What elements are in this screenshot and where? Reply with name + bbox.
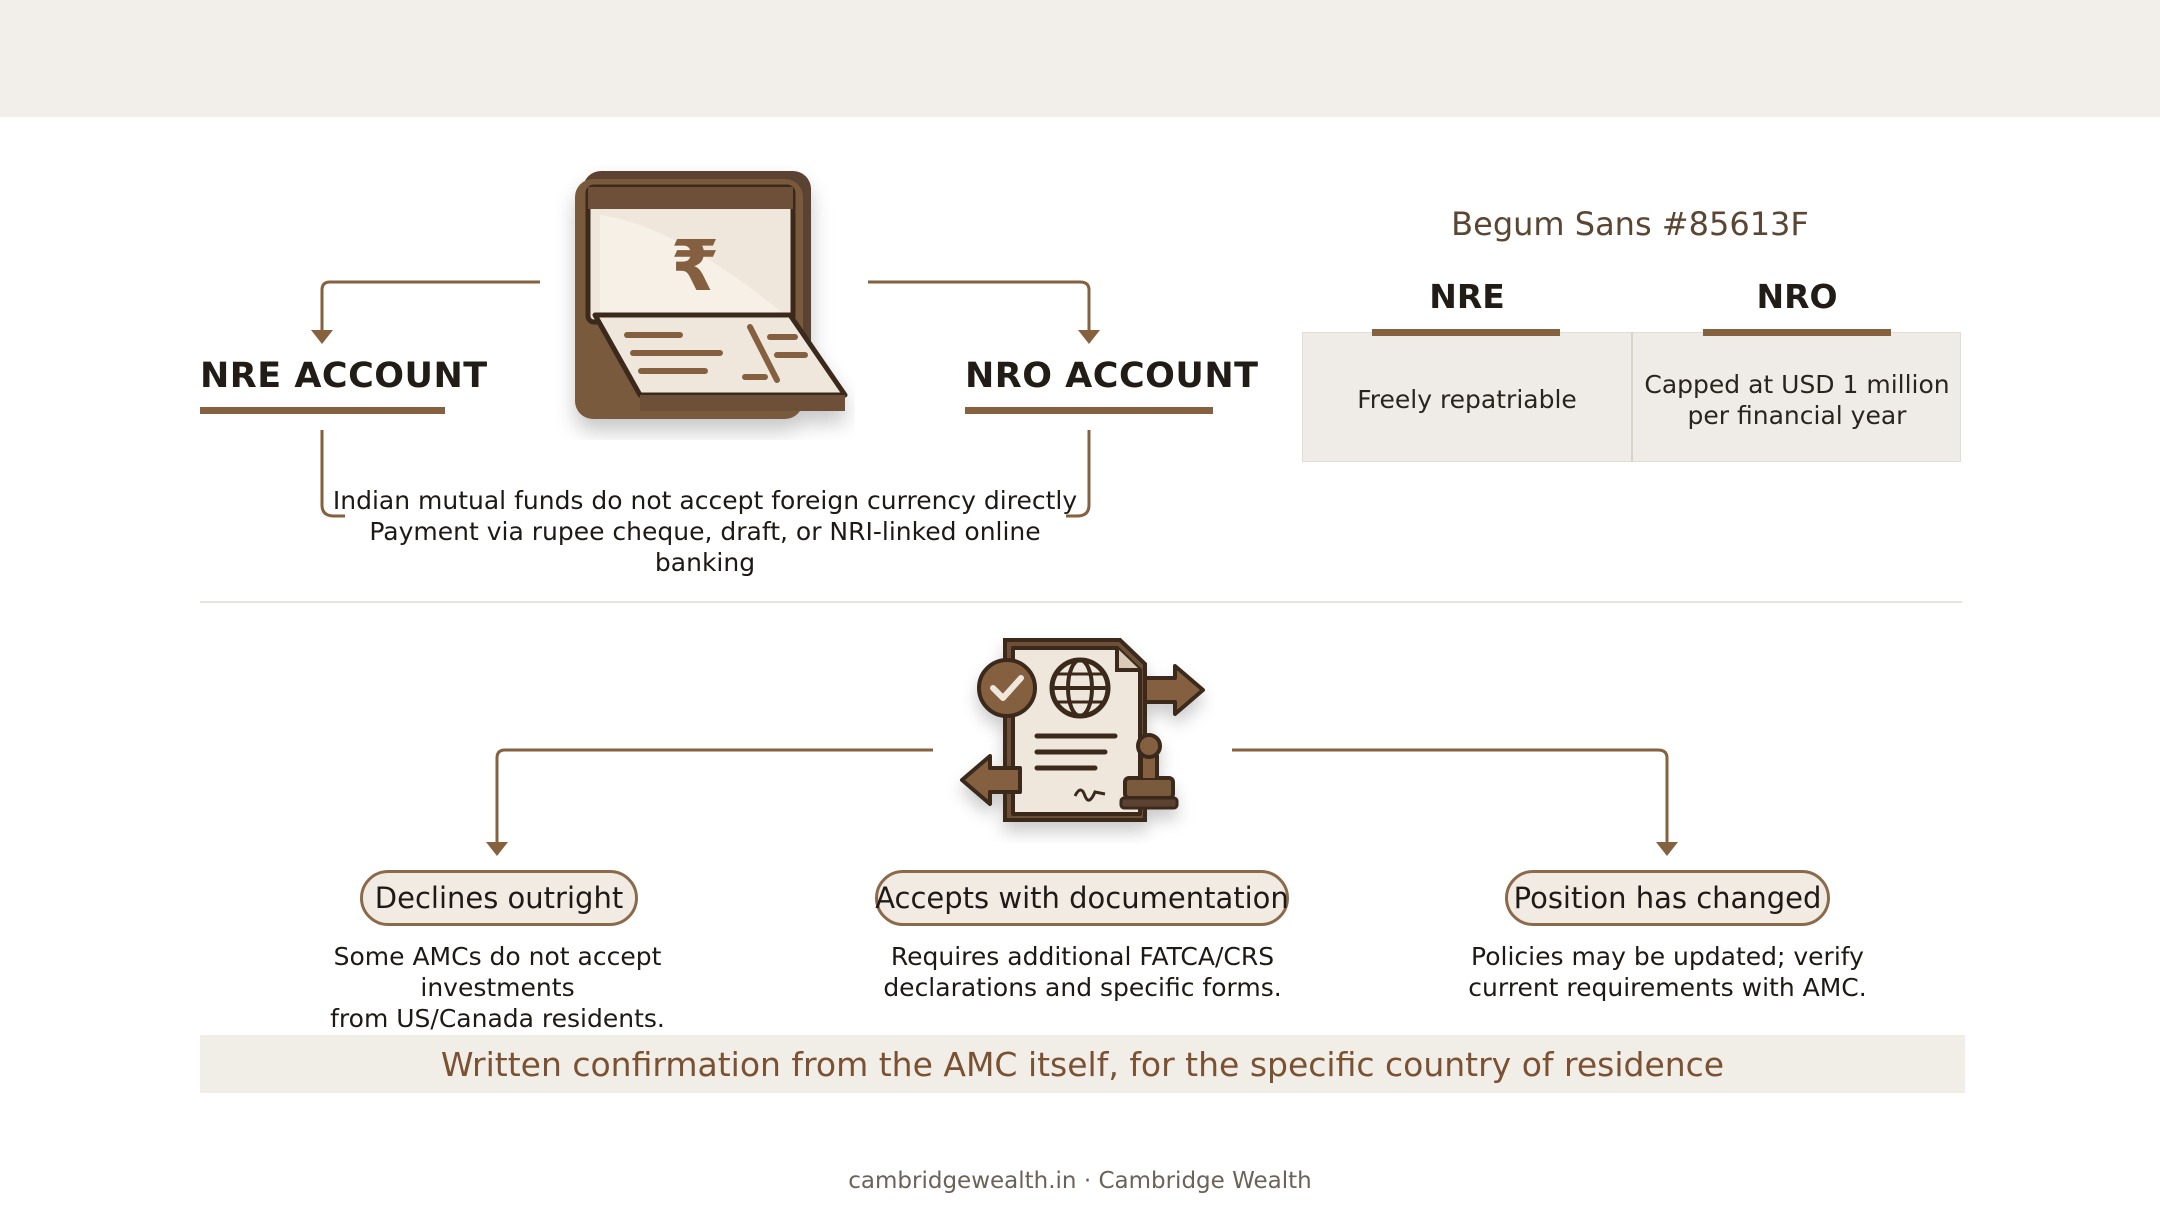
accepts-line-1: Requires additional FATCA/CRS: [890, 942, 1275, 971]
nro-cell-line-2: per financial year: [1687, 401, 1907, 430]
nro-cell-line-1: Capped at USD 1 million: [1644, 370, 1950, 399]
nre-column-bar: [1372, 329, 1560, 336]
payment-note-line-2: Payment via rupee cheque, draft, or NRI-…: [369, 517, 1041, 577]
declines-outright-description: Some AMCs do not accept investments from…: [260, 941, 735, 1034]
connector-to-nro: [868, 280, 1091, 330]
nro-column-bar: [1703, 329, 1891, 336]
top-band: [0, 0, 2160, 117]
nre-account-underline: [200, 407, 445, 414]
connector-to-nre: [320, 280, 540, 330]
payment-note: Indian mutual funds do not accept foreig…: [330, 485, 1080, 578]
accepts-documentation-description: Requires additional FATCA/CRS declaratio…: [845, 941, 1320, 1003]
nro-column-heading: NRO: [1756, 277, 1838, 316]
nre-cell: Freely repatriable: [1302, 384, 1632, 415]
arrow-to-nre: [311, 330, 333, 344]
position-line-1: Policies may be updated; verify: [1471, 942, 1864, 971]
nre-column-heading: NRE: [1429, 277, 1505, 316]
nro-cell: Capped at USD 1 million per financial ye…: [1632, 369, 1962, 431]
arrow-to-nro: [1078, 330, 1100, 344]
nre-cell-line-1: Freely repatriable: [1357, 385, 1577, 414]
nre-account-title: NRE ACCOUNT: [200, 356, 488, 396]
position-changed-description: Policies may be updated; verify current …: [1430, 941, 1905, 1003]
svg-text:₹: ₹: [671, 225, 720, 307]
section-divider: [200, 601, 1962, 603]
declines-outright-pill: Declines outright: [360, 870, 638, 926]
accepts-with-documentation-pill: Accepts with documentation: [875, 870, 1289, 926]
connector-to-position: [1232, 748, 1669, 842]
rupee-checkbook-icon: ₹: [555, 165, 855, 440]
confirmation-banner-text: Written confirmation from the AMC itself…: [440, 1044, 1725, 1084]
table-caption: Begum Sans #85613F: [1451, 205, 1809, 243]
position-line-2: current requirements with AMC.: [1468, 973, 1867, 1002]
payment-note-line-1: Indian mutual funds do not accept foreig…: [332, 486, 1078, 515]
declines-line-1: Some AMCs do not accept investments: [333, 942, 662, 1002]
confirmation-banner: Written confirmation from the AMC itself…: [200, 1035, 1965, 1093]
position-has-changed-pill: Position has changed: [1505, 870, 1830, 926]
accepts-line-2: declarations and specific forms.: [883, 973, 1282, 1002]
declines-line-2: from US/Canada residents.: [330, 1004, 665, 1033]
footer-credit: cambridgewealth.in · Cambridge Wealth: [848, 1168, 1312, 1194]
table-column-divider: [1631, 332, 1633, 462]
connector-to-declines: [495, 748, 933, 842]
arrow-to-declines: [486, 842, 508, 856]
nro-account-underline: [965, 407, 1213, 414]
nro-account-title: NRO ACCOUNT: [965, 356, 1259, 396]
documents-compliance-icon: [945, 628, 1215, 843]
arrow-to-position: [1656, 842, 1678, 856]
